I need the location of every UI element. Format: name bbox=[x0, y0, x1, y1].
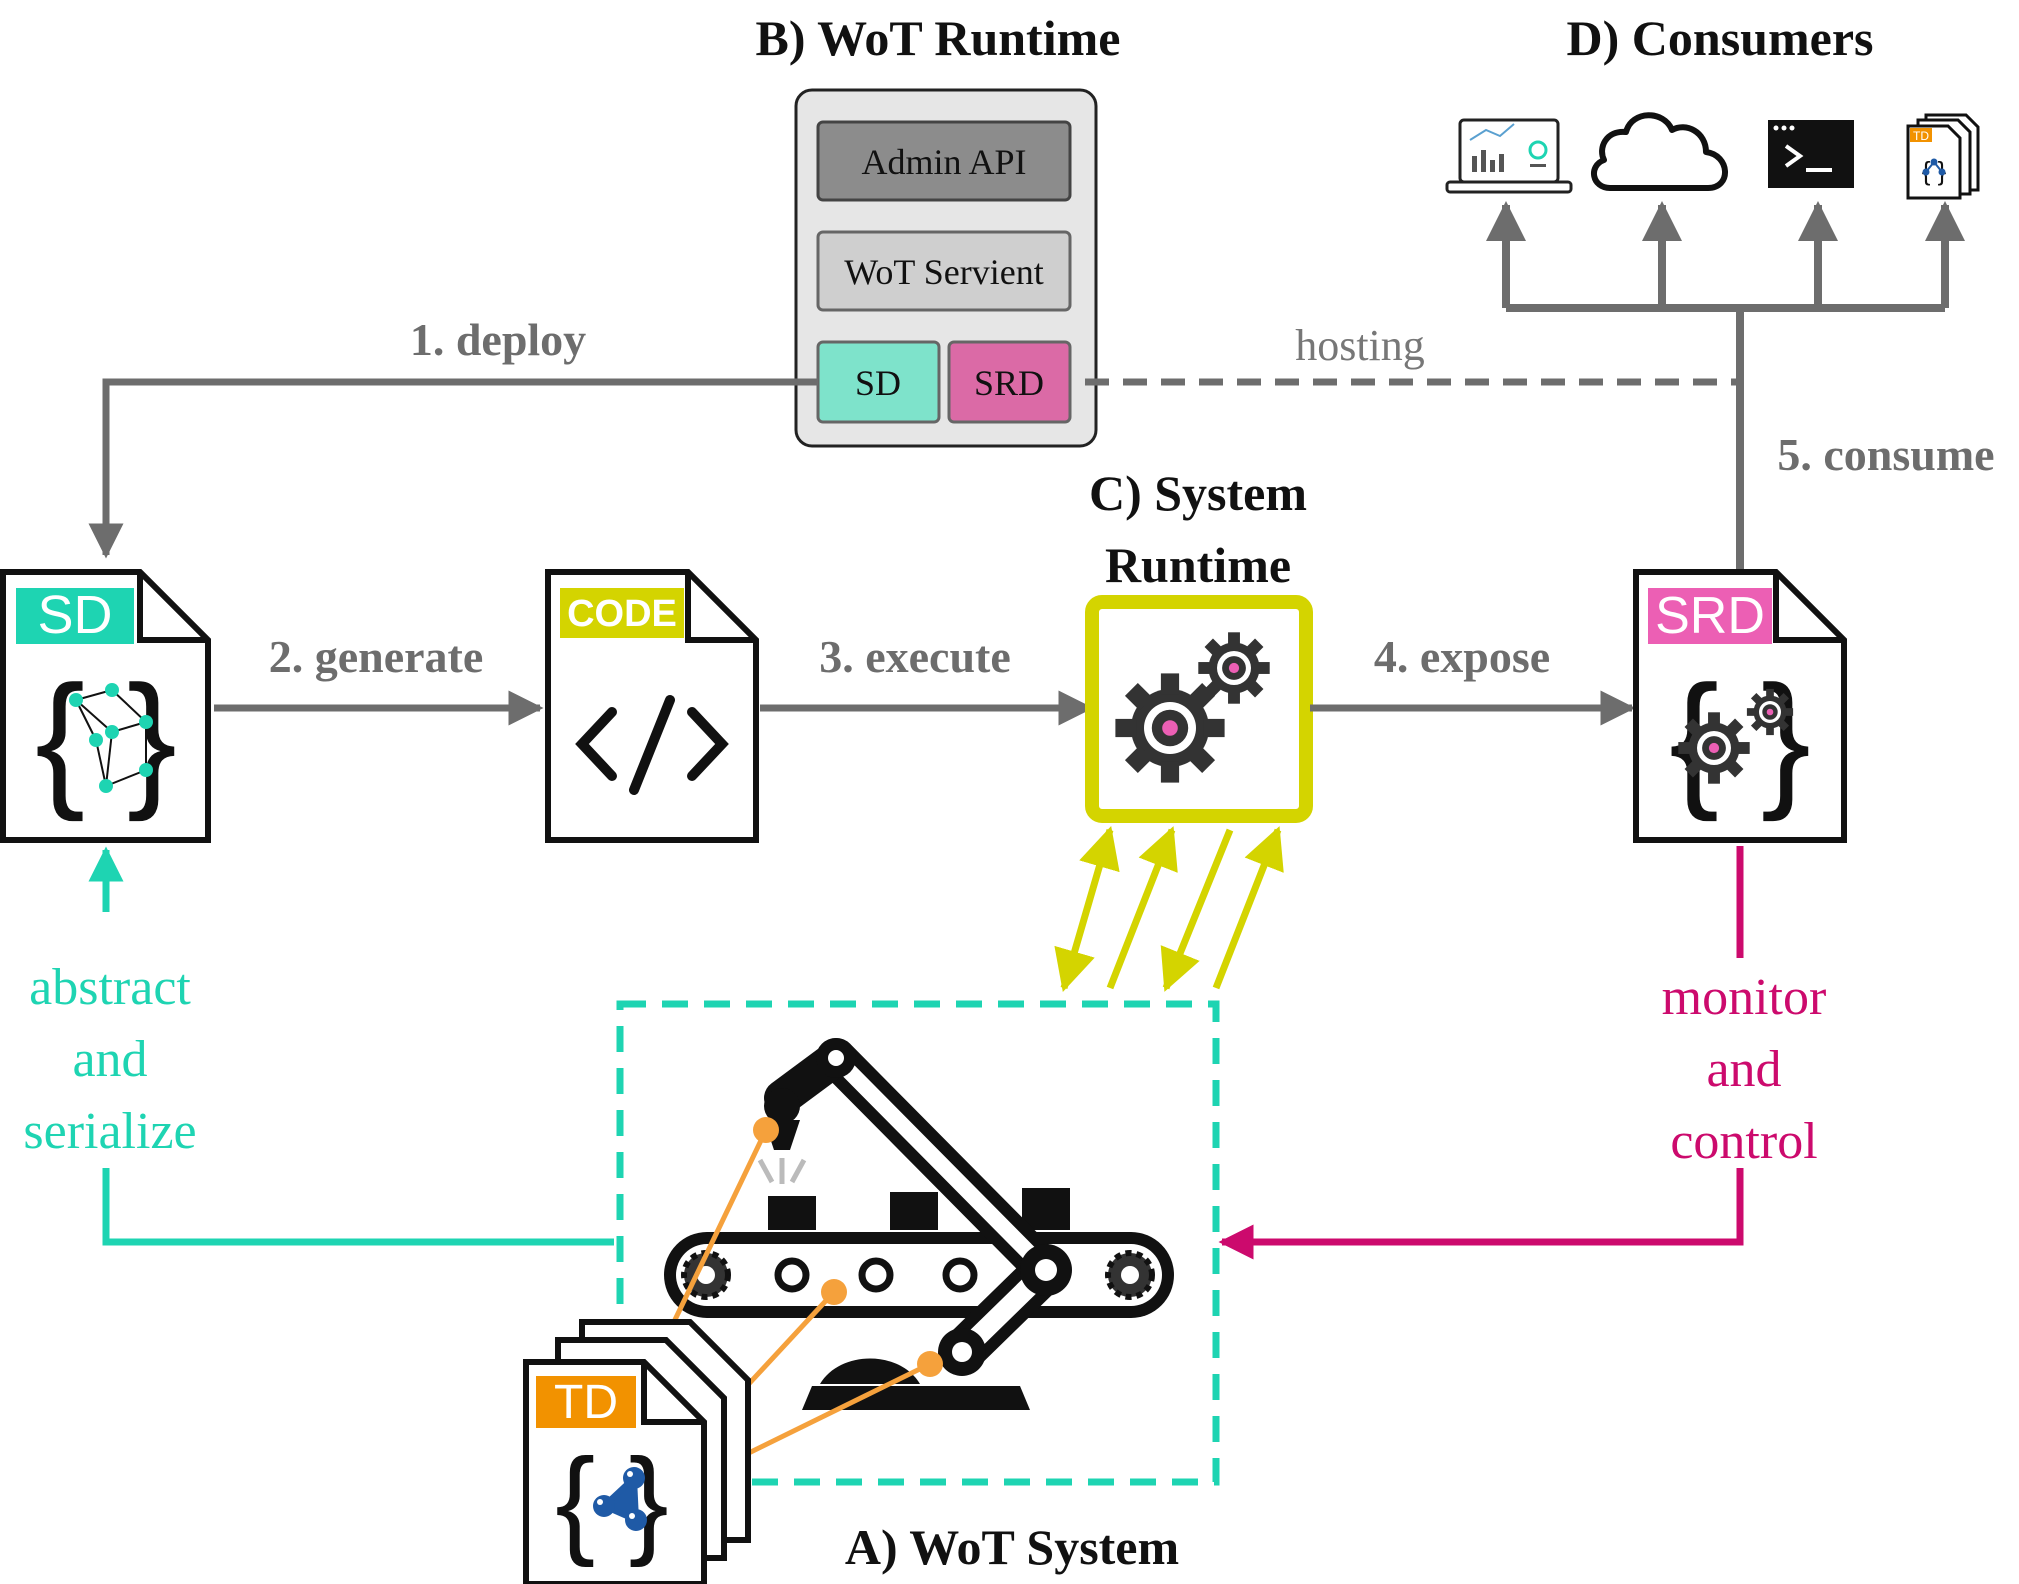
label-abstract-1: abstract bbox=[29, 959, 191, 1016]
section-title-system-runtime-2: Runtime bbox=[1105, 537, 1291, 593]
deploy-arrow bbox=[88, 378, 818, 559]
sd-document[interactable]: SD { } bbox=[0, 569, 211, 843]
admin-api-label: Admin API bbox=[861, 142, 1026, 182]
label-consume: 5. consume bbox=[1777, 429, 1994, 480]
section-title-system-runtime-1: C) System bbox=[1089, 465, 1307, 521]
td-document-stack[interactable]: TD { } bbox=[523, 1319, 751, 1584]
admin-api-box[interactable]: Admin API bbox=[816, 120, 1072, 202]
wot-servient-label: WoT Servient bbox=[844, 252, 1043, 292]
code-tag: CODE bbox=[567, 593, 677, 635]
td-tag: TD bbox=[554, 1376, 618, 1429]
dashboard-laptop-icon bbox=[1445, 118, 1573, 194]
label-deploy: 1. deploy bbox=[410, 314, 586, 365]
section-title-wot-system: A) WoT System bbox=[845, 1519, 1179, 1575]
label-monitor-1: monitor bbox=[1662, 969, 1827, 1026]
srd-document[interactable]: SRD { } bbox=[1633, 569, 1847, 843]
mini-td-tag: TD bbox=[1913, 129, 1929, 143]
runtime-srd-label: SRD bbox=[974, 363, 1044, 403]
runtime-sd-label: SD bbox=[855, 363, 901, 403]
srd-braces-icon: { } bbox=[1669, 654, 1811, 822]
label-generate: 2. generate bbox=[269, 631, 484, 682]
system-runtime-box[interactable] bbox=[1085, 595, 1313, 823]
td-graph-icon bbox=[593, 1467, 647, 1531]
monitor-arrow bbox=[1218, 1168, 1744, 1260]
label-monitor-3: control bbox=[1670, 1113, 1817, 1170]
td-stack-icon: TD { } bbox=[1906, 113, 1980, 200]
label-abstract-2: and bbox=[72, 1031, 147, 1088]
consume-arrows bbox=[1486, 201, 1965, 570]
wot-servient-box[interactable]: WoT Servient bbox=[816, 230, 1072, 312]
label-expose: 4. expose bbox=[1374, 631, 1550, 682]
robot-conveyor-icon bbox=[664, 1038, 1174, 1410]
label-execute: 3. execute bbox=[819, 631, 1011, 682]
runtime-srd-box[interactable]: SRD bbox=[947, 340, 1072, 424]
sd-tag: SD bbox=[37, 585, 112, 645]
terminal-icon bbox=[1768, 120, 1854, 188]
code-document[interactable]: CODE bbox=[545, 569, 759, 843]
runtime-sd-box[interactable]: SD bbox=[816, 340, 941, 424]
wot-system-boundary bbox=[616, 1000, 1220, 1486]
section-title-consumers: D) Consumers bbox=[1567, 10, 1874, 66]
code-brackets-icon bbox=[575, 695, 729, 795]
td-link-dots bbox=[753, 1117, 943, 1377]
cloud-icon bbox=[1591, 112, 1728, 191]
section-title-wot-runtime: B) WoT Runtime bbox=[756, 10, 1121, 66]
wot-runtime-panel: Admin API WoT Servient SD SRD bbox=[794, 88, 1098, 448]
sd-braces-icon: { } bbox=[35, 654, 177, 822]
label-hosting: hosting bbox=[1295, 321, 1425, 370]
srd-tag: SRD bbox=[1655, 587, 1765, 645]
cube-nodes bbox=[69, 683, 153, 793]
abstract-arrow bbox=[102, 1168, 614, 1246]
label-abstract-3: serialize bbox=[23, 1103, 196, 1160]
label-monitor-2: and bbox=[1706, 1041, 1781, 1098]
runtime-system-arrows bbox=[1054, 825, 1284, 993]
